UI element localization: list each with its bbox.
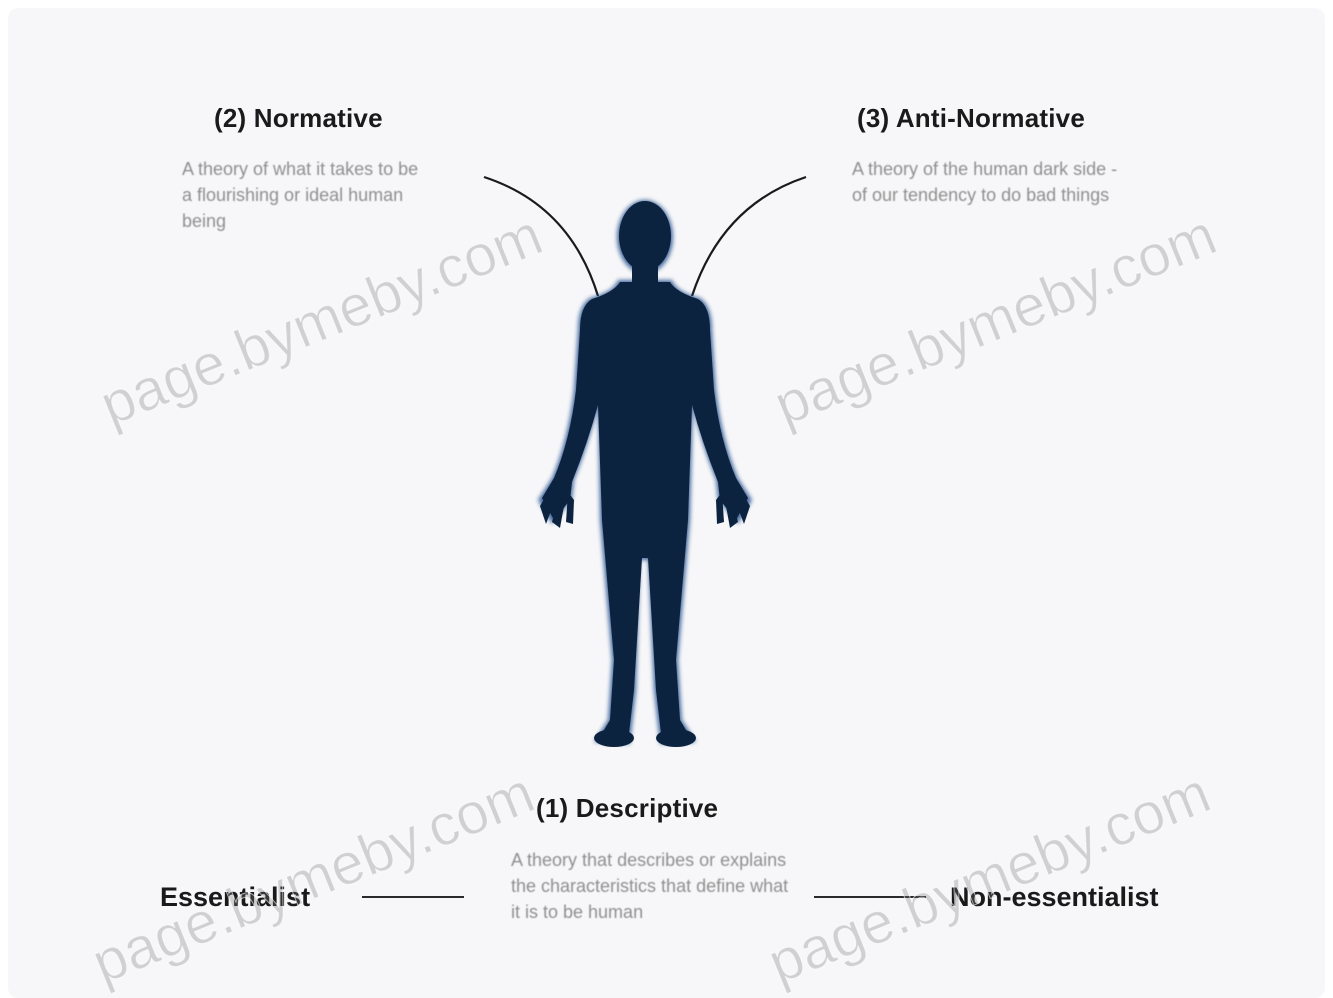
- anti-normative-title: (3) Anti-Normative: [857, 103, 1085, 134]
- descriptive-title: (1) Descriptive: [536, 793, 718, 824]
- descriptive-description: A theory that describes or explains the …: [511, 847, 791, 925]
- connector-normative: [484, 177, 598, 296]
- normative-title: (2) Normative: [214, 103, 383, 134]
- scale-left-line: [362, 896, 464, 898]
- normative-description: A theory of what it takes to be a flouri…: [182, 156, 432, 234]
- human-silhouette: [538, 200, 752, 747]
- scale-right-label: Non-essentialist: [950, 882, 1159, 913]
- scale-left-label: Essentialist: [160, 882, 310, 913]
- connector-anti-normative: [692, 177, 806, 296]
- scale-right-line: [814, 896, 926, 898]
- anti-normative-description: A theory of the human dark side - of our…: [852, 156, 1127, 208]
